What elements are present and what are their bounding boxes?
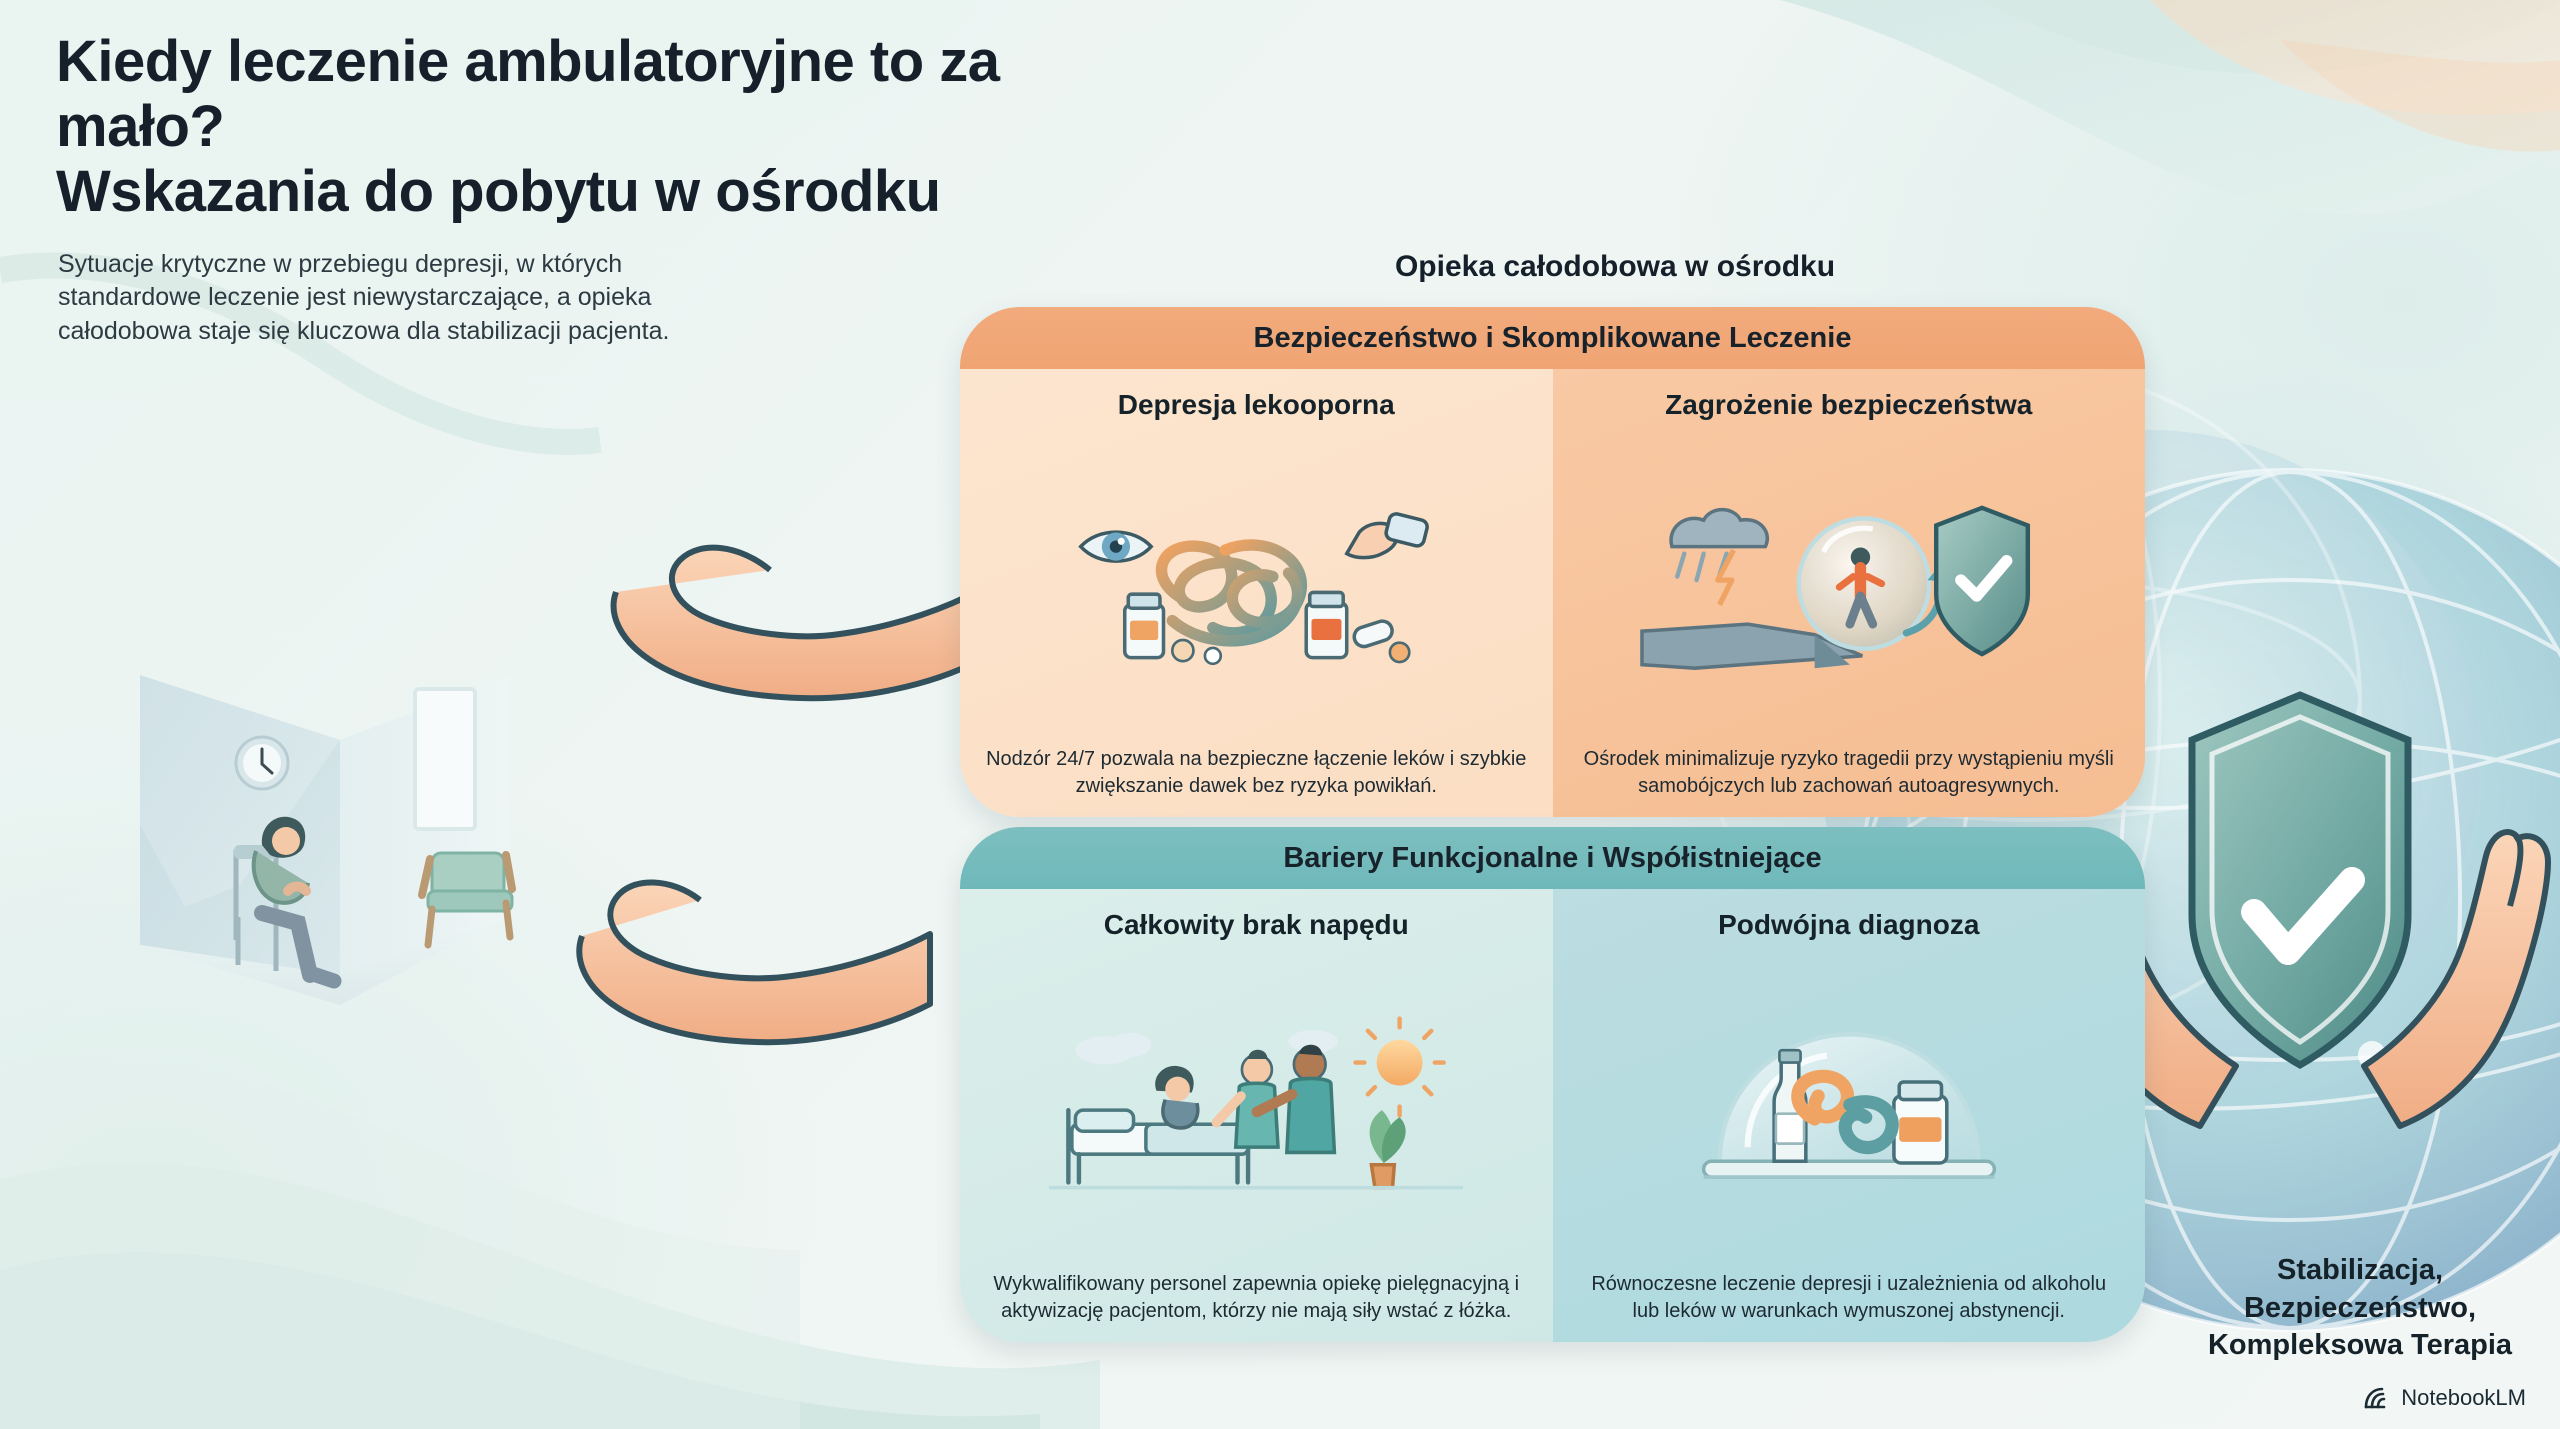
notebooklm-watermark: NotebookLM [2363,1385,2526,1411]
notebooklm-logo-icon [2364,1387,2386,1409]
panel-barriers-header: Bariery Funkcjonalne i Współistniejące [960,827,2145,889]
storm-cliff-shield-icon [1579,427,2120,742]
nurses-bedside-icon [986,947,1527,1267]
lonely-patient-room-illustration [140,675,516,1005]
pill-bottle-icon [1123,592,1166,660]
cloud-icon [1075,1029,1339,1064]
storm-cloud-icon [1669,507,1769,607]
card-text: Nodzór 24/7 pozwala na bezpieczne łączen… [986,748,1527,797]
eye-icon [1078,530,1154,564]
card-zagrozenie-bezpieczenstwa[interactable]: Zagrożenie bezpieczeństwa [1552,369,2145,817]
wine-bottle-icon [1772,1048,1808,1163]
panel-safety: Bezpieczeństwo i Skomplikowane Leczenie … [960,307,2145,817]
tangled-knot-pills-icon [986,427,1527,742]
page-title-line2: Wskazania do pobytu w ośrodku [56,158,941,224]
card-text: Wykwalifikowany personel zapewnia opiekę… [993,1273,1520,1322]
pill-bottle-icon [1304,590,1349,660]
card-title: Zagrożenie bezpieczeństwa [1665,389,2033,420]
panel-safety-header: Bezpieczeństwo i Skomplikowane Leczenie [960,307,2145,369]
card-title: Całkowity brak napędu [1103,909,1409,940]
card-text: Równoczesne leczenie depresji i uzależni… [1591,1273,2107,1322]
card-podwojna-diagnoza[interactable]: Podwójna diagnoza [1552,889,2145,1342]
card-depresja-lekooporna[interactable]: Depresja lekooporna [960,369,1553,817]
sun-icon [1353,1015,1447,1118]
armchair-icon [418,851,516,949]
page-title-line1: Kiedy leczenie ambulatoryjne to za mało? [56,29,1000,159]
patient-figure [1155,1065,1200,1130]
potted-plant-icon [1369,1109,1406,1190]
pills-icon [1171,619,1411,666]
tagline: Stabilizacja, Bezpieczeństwo, Kompleksow… [2207,1254,2513,1362]
page-title: Kiedy leczenie ambulatoryjne to za mało?… [56,29,1156,225]
hand-icon [1344,512,1430,560]
pointing-hands-illustration [576,544,983,1046]
bottle-pills-chain-icon [1579,947,2120,1267]
page-subtitle: Sytuacje krytyczne w przebiegu depresji,… [58,250,670,345]
window-icon [413,687,477,831]
card-calkowity-brak-napedu[interactable]: Całkowity brak napędu [960,889,1553,1342]
panel-barriers: Bariery Funkcjonalne i Współistniejące C… [960,827,2145,1342]
wall-clock-icon [234,735,290,791]
card-text: Ośrodek minimalizuje ryzyko tragedii prz… [1583,748,2114,797]
pill-bottle-icon [1891,1079,1949,1165]
person-on-cliff-icon [1835,547,1885,629]
card-title: Depresja lekooporna [1117,389,1395,420]
nurse-figure [1251,1044,1337,1154]
panels-caption: Opieka całodobowa w ośrodku [1394,250,1836,283]
watermark-label: NotebookLM [2401,1385,2526,1410]
card-title: Podwójna diagnoza [1718,909,1980,940]
patient-figure [233,816,342,989]
